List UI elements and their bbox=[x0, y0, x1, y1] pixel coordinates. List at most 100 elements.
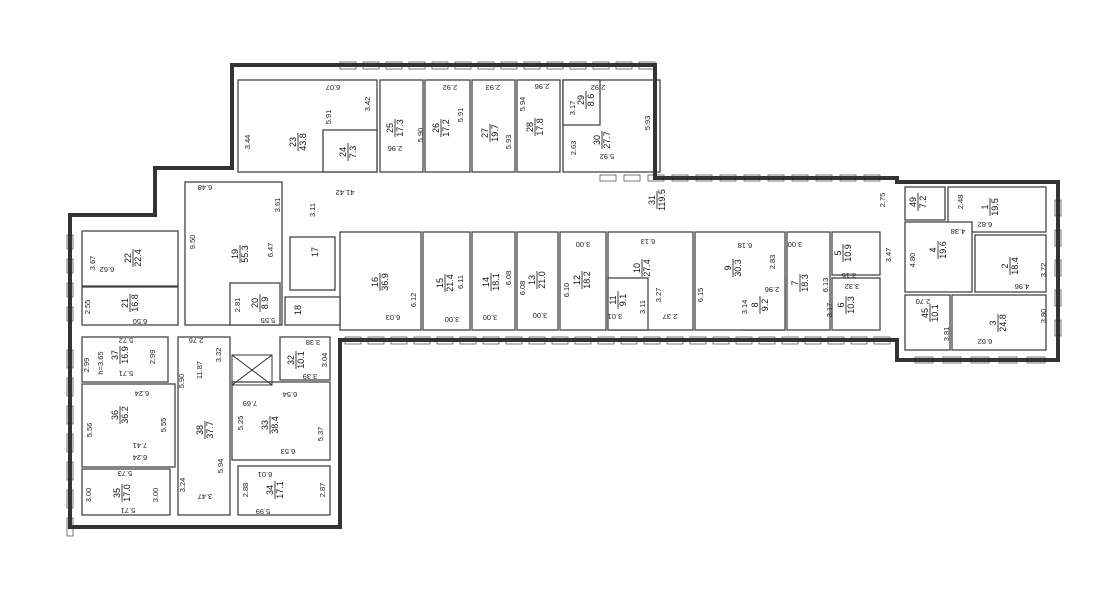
room-area: 10.9 bbox=[843, 244, 853, 262]
dimension-label: h=3.65 bbox=[96, 351, 105, 374]
room-area: 36.9 bbox=[380, 273, 390, 291]
room-number: 24 bbox=[338, 147, 348, 157]
room-number: 30 bbox=[592, 135, 602, 145]
dimension-label: 2.99 bbox=[148, 350, 157, 365]
room-13 bbox=[516, 231, 559, 331]
room-36 bbox=[81, 383, 176, 468]
dimension-label: 6.18 bbox=[738, 241, 753, 250]
rooms bbox=[81, 79, 1047, 516]
room-area: 27.4 bbox=[642, 259, 652, 277]
room-area: 21.0 bbox=[537, 271, 547, 289]
dimension-label: 3.38 bbox=[306, 338, 321, 347]
room-number: 29 bbox=[576, 95, 586, 105]
room-number: 38 bbox=[195, 425, 205, 435]
dimension-label: 3.32 bbox=[214, 348, 223, 363]
window bbox=[623, 174, 641, 182]
room-number: 26 bbox=[431, 123, 441, 133]
dimension-label: 3.00 bbox=[445, 315, 460, 324]
dimension-label: 5.37 bbox=[316, 427, 325, 442]
dimension-label: 3.00 bbox=[84, 488, 93, 503]
room-number: 7 bbox=[790, 280, 800, 285]
room-area: 17.3 bbox=[395, 119, 405, 137]
dimension-label: 6.08 bbox=[518, 281, 527, 296]
room-area: 22.4 bbox=[133, 249, 143, 267]
dimension-label: 3.00 bbox=[533, 311, 548, 320]
dimension-label: 5.55 bbox=[261, 316, 276, 325]
dimension-label: 5.92 bbox=[600, 152, 615, 161]
dimension-label: 3.61 bbox=[273, 198, 282, 213]
room-number: 4 bbox=[928, 247, 938, 252]
dimension-label: 2.37 bbox=[663, 312, 678, 321]
room-2 bbox=[974, 234, 1047, 293]
room-number: 13 bbox=[527, 275, 537, 285]
dimension-label: 2.48 bbox=[956, 195, 965, 210]
room-number: 34 bbox=[265, 485, 275, 495]
room-49 bbox=[904, 186, 946, 221]
dimension-label: 11.87 bbox=[195, 361, 204, 379]
dimension-label: 6.24 bbox=[135, 389, 150, 398]
dimension-label: 5.72 bbox=[119, 336, 134, 345]
dimension-label: 3.14 bbox=[740, 300, 749, 315]
dimension-label: 6.03 bbox=[386, 313, 401, 322]
elevator-shaft bbox=[231, 354, 273, 386]
dimension-label: 5.91 bbox=[324, 110, 333, 125]
room-area: 10.1 bbox=[930, 304, 940, 322]
dimension-label: 6.13 bbox=[641, 237, 656, 246]
room-22 bbox=[81, 230, 179, 287]
room-7 bbox=[786, 231, 831, 331]
room-area: 55.3 bbox=[240, 245, 250, 263]
room-45 bbox=[904, 294, 951, 351]
building-outline bbox=[68, 63, 1060, 529]
room-20 bbox=[229, 282, 281, 326]
dimension-label: 41.42 bbox=[336, 188, 355, 197]
room-area: 17.0 bbox=[122, 484, 132, 502]
dimension-label: 2.92 bbox=[443, 83, 458, 92]
room-number: 28 bbox=[525, 122, 535, 132]
dimension-label: 6.07 bbox=[326, 83, 341, 92]
dimension-label: 3.80 bbox=[1039, 309, 1048, 324]
room-area: 9.2 bbox=[760, 299, 770, 312]
room-35 bbox=[81, 468, 171, 516]
room-4 bbox=[904, 221, 973, 293]
room-3 bbox=[951, 294, 1047, 351]
dimension-label: 7.69 bbox=[243, 399, 258, 408]
room-number: 22 bbox=[123, 253, 133, 263]
dimension-label: 2.93 bbox=[486, 83, 501, 92]
dimension-label: 5.93 bbox=[504, 135, 513, 150]
room-number: 25 bbox=[385, 123, 395, 133]
room-number: 16 bbox=[370, 277, 380, 287]
dimension-label: 4.80 bbox=[908, 253, 917, 268]
room-area: 119.5 bbox=[657, 189, 667, 211]
window bbox=[599, 174, 617, 182]
room-area: 19.6 bbox=[938, 241, 948, 259]
dimension-label: 3.11 bbox=[638, 300, 647, 314]
dimension-label: 2.83 bbox=[768, 255, 777, 270]
room-area: 10.3 bbox=[846, 296, 856, 314]
room-number: 1 bbox=[980, 204, 990, 209]
dimension-label: 6.08 bbox=[504, 271, 513, 286]
dimension-label: 5.99 bbox=[256, 507, 271, 516]
room-area: 9.1 bbox=[618, 294, 628, 307]
dimension-label: 5.93 bbox=[643, 116, 652, 131]
room-area: 30.3 bbox=[733, 259, 743, 277]
dimension-label: 6.82 bbox=[978, 220, 993, 229]
room-37 bbox=[81, 336, 169, 383]
room-area: 21.4 bbox=[445, 274, 455, 292]
